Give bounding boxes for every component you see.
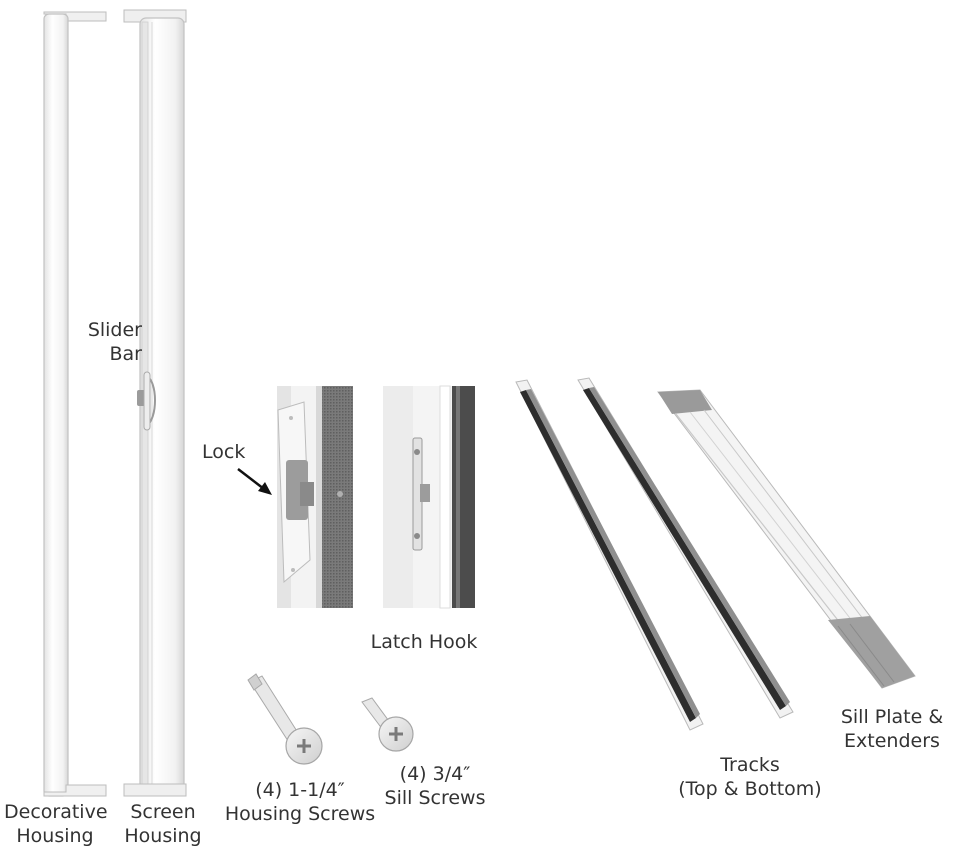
- track-bottom: [577, 377, 794, 719]
- housing-screw: [247, 673, 323, 765]
- lock-detail: [277, 386, 353, 608]
- phillips-screw-icon: [389, 727, 403, 741]
- slider-bar-label: Slider Bar: [87, 319, 142, 365]
- sill-plate: [657, 389, 916, 689]
- lock-label: Lock: [202, 441, 246, 463]
- tracks-label: Tracks (Top & Bottom): [678, 754, 822, 800]
- sill-screw: [361, 697, 414, 752]
- screen-housing-label: Screen Housing: [124, 801, 202, 847]
- latch-hook-detail: [383, 385, 475, 609]
- latch-hook-label: Latch Hook: [370, 631, 478, 653]
- slider-bar-handle: [137, 371, 156, 431]
- decorative-housing-label: Decorative Housing: [4, 801, 108, 847]
- arrow-icon: [237, 468, 272, 495]
- sill-plate-label: Sill Plate & Extenders: [840, 706, 944, 752]
- screen-housing: [123, 9, 187, 797]
- housing-screws-label: (4) 1-1/4″ Housing Screws: [224, 779, 376, 825]
- sill-screws-label: (4) 3/4″ Sill Screws: [384, 763, 486, 809]
- decorative-housing: [43, 11, 107, 797]
- phillips-screw-icon: [297, 739, 311, 753]
- track-top: [515, 379, 704, 731]
